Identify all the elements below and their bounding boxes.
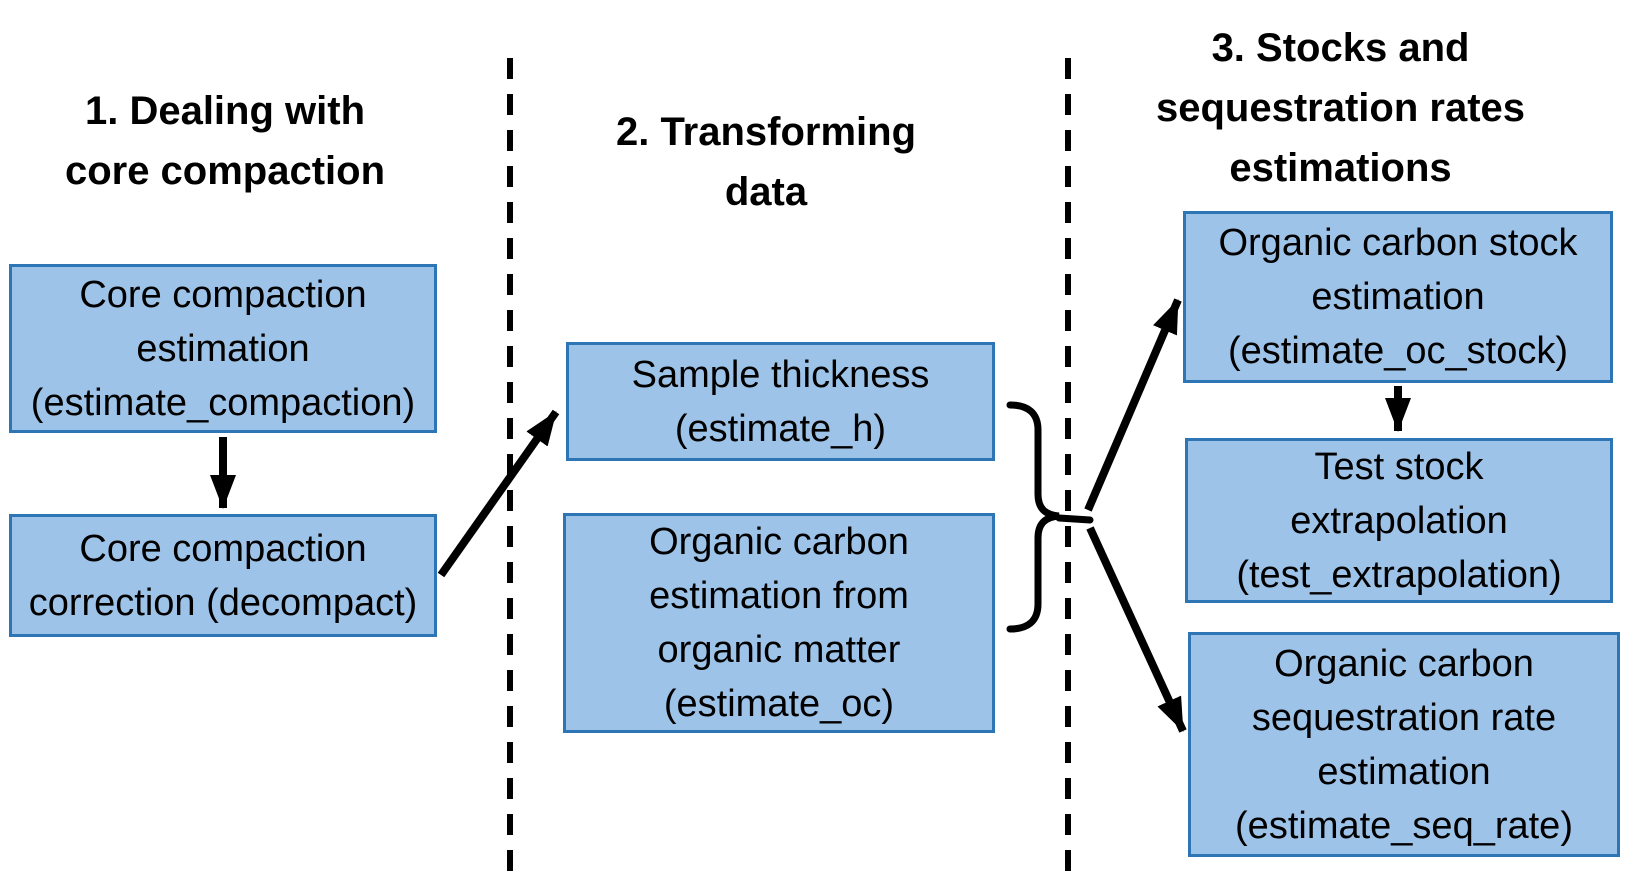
node-label: Core compaction estimation (estimate_com… <box>30 273 416 424</box>
node-estimate-h: Sample thickness (estimate_h) <box>566 342 995 461</box>
arrow-correction-to-thickness <box>437 409 560 578</box>
node-label: Organic carbon stock estimation (estimat… <box>1218 222 1578 372</box>
section-1-title: 1. Dealing with core compaction <box>64 89 386 193</box>
node-label: Test stock extrapolation (test_extrapola… <box>1236 445 1562 596</box>
node-estimate-compaction: Core compaction estimation (estimate_com… <box>9 264 437 433</box>
node-decompact: Core compaction correction (decompact) <box>9 514 437 637</box>
node-label: Sample thickness (estimate_h) <box>631 353 930 450</box>
node-test-extrapolation: Test stock extrapolation (test_extrapola… <box>1185 438 1613 603</box>
node-estimate-seq-rate: Organic carbon sequestration rate estima… <box>1188 632 1620 857</box>
section-2-title: 2. Transforming data <box>615 110 917 214</box>
node-estimate-oc-stock: Organic carbon stock estimation (estimat… <box>1183 211 1613 383</box>
node-label: Organic carbon estimation from organic m… <box>649 521 909 725</box>
arrow-brace-to-stock <box>1084 298 1182 512</box>
node-label: Organic carbon sequestration rate estima… <box>1235 642 1573 847</box>
node-label: Core compaction correction (decompact) <box>28 527 418 624</box>
section-3-title: 3. Stocks and sequestration rates estima… <box>1155 26 1526 190</box>
arrow-brace-to-seq-rate <box>1086 526 1187 733</box>
curly-brace-stem <box>1055 514 1094 524</box>
node-estimate-oc: Organic carbon estimation from organic m… <box>563 513 995 733</box>
curly-brace <box>1006 401 1060 633</box>
